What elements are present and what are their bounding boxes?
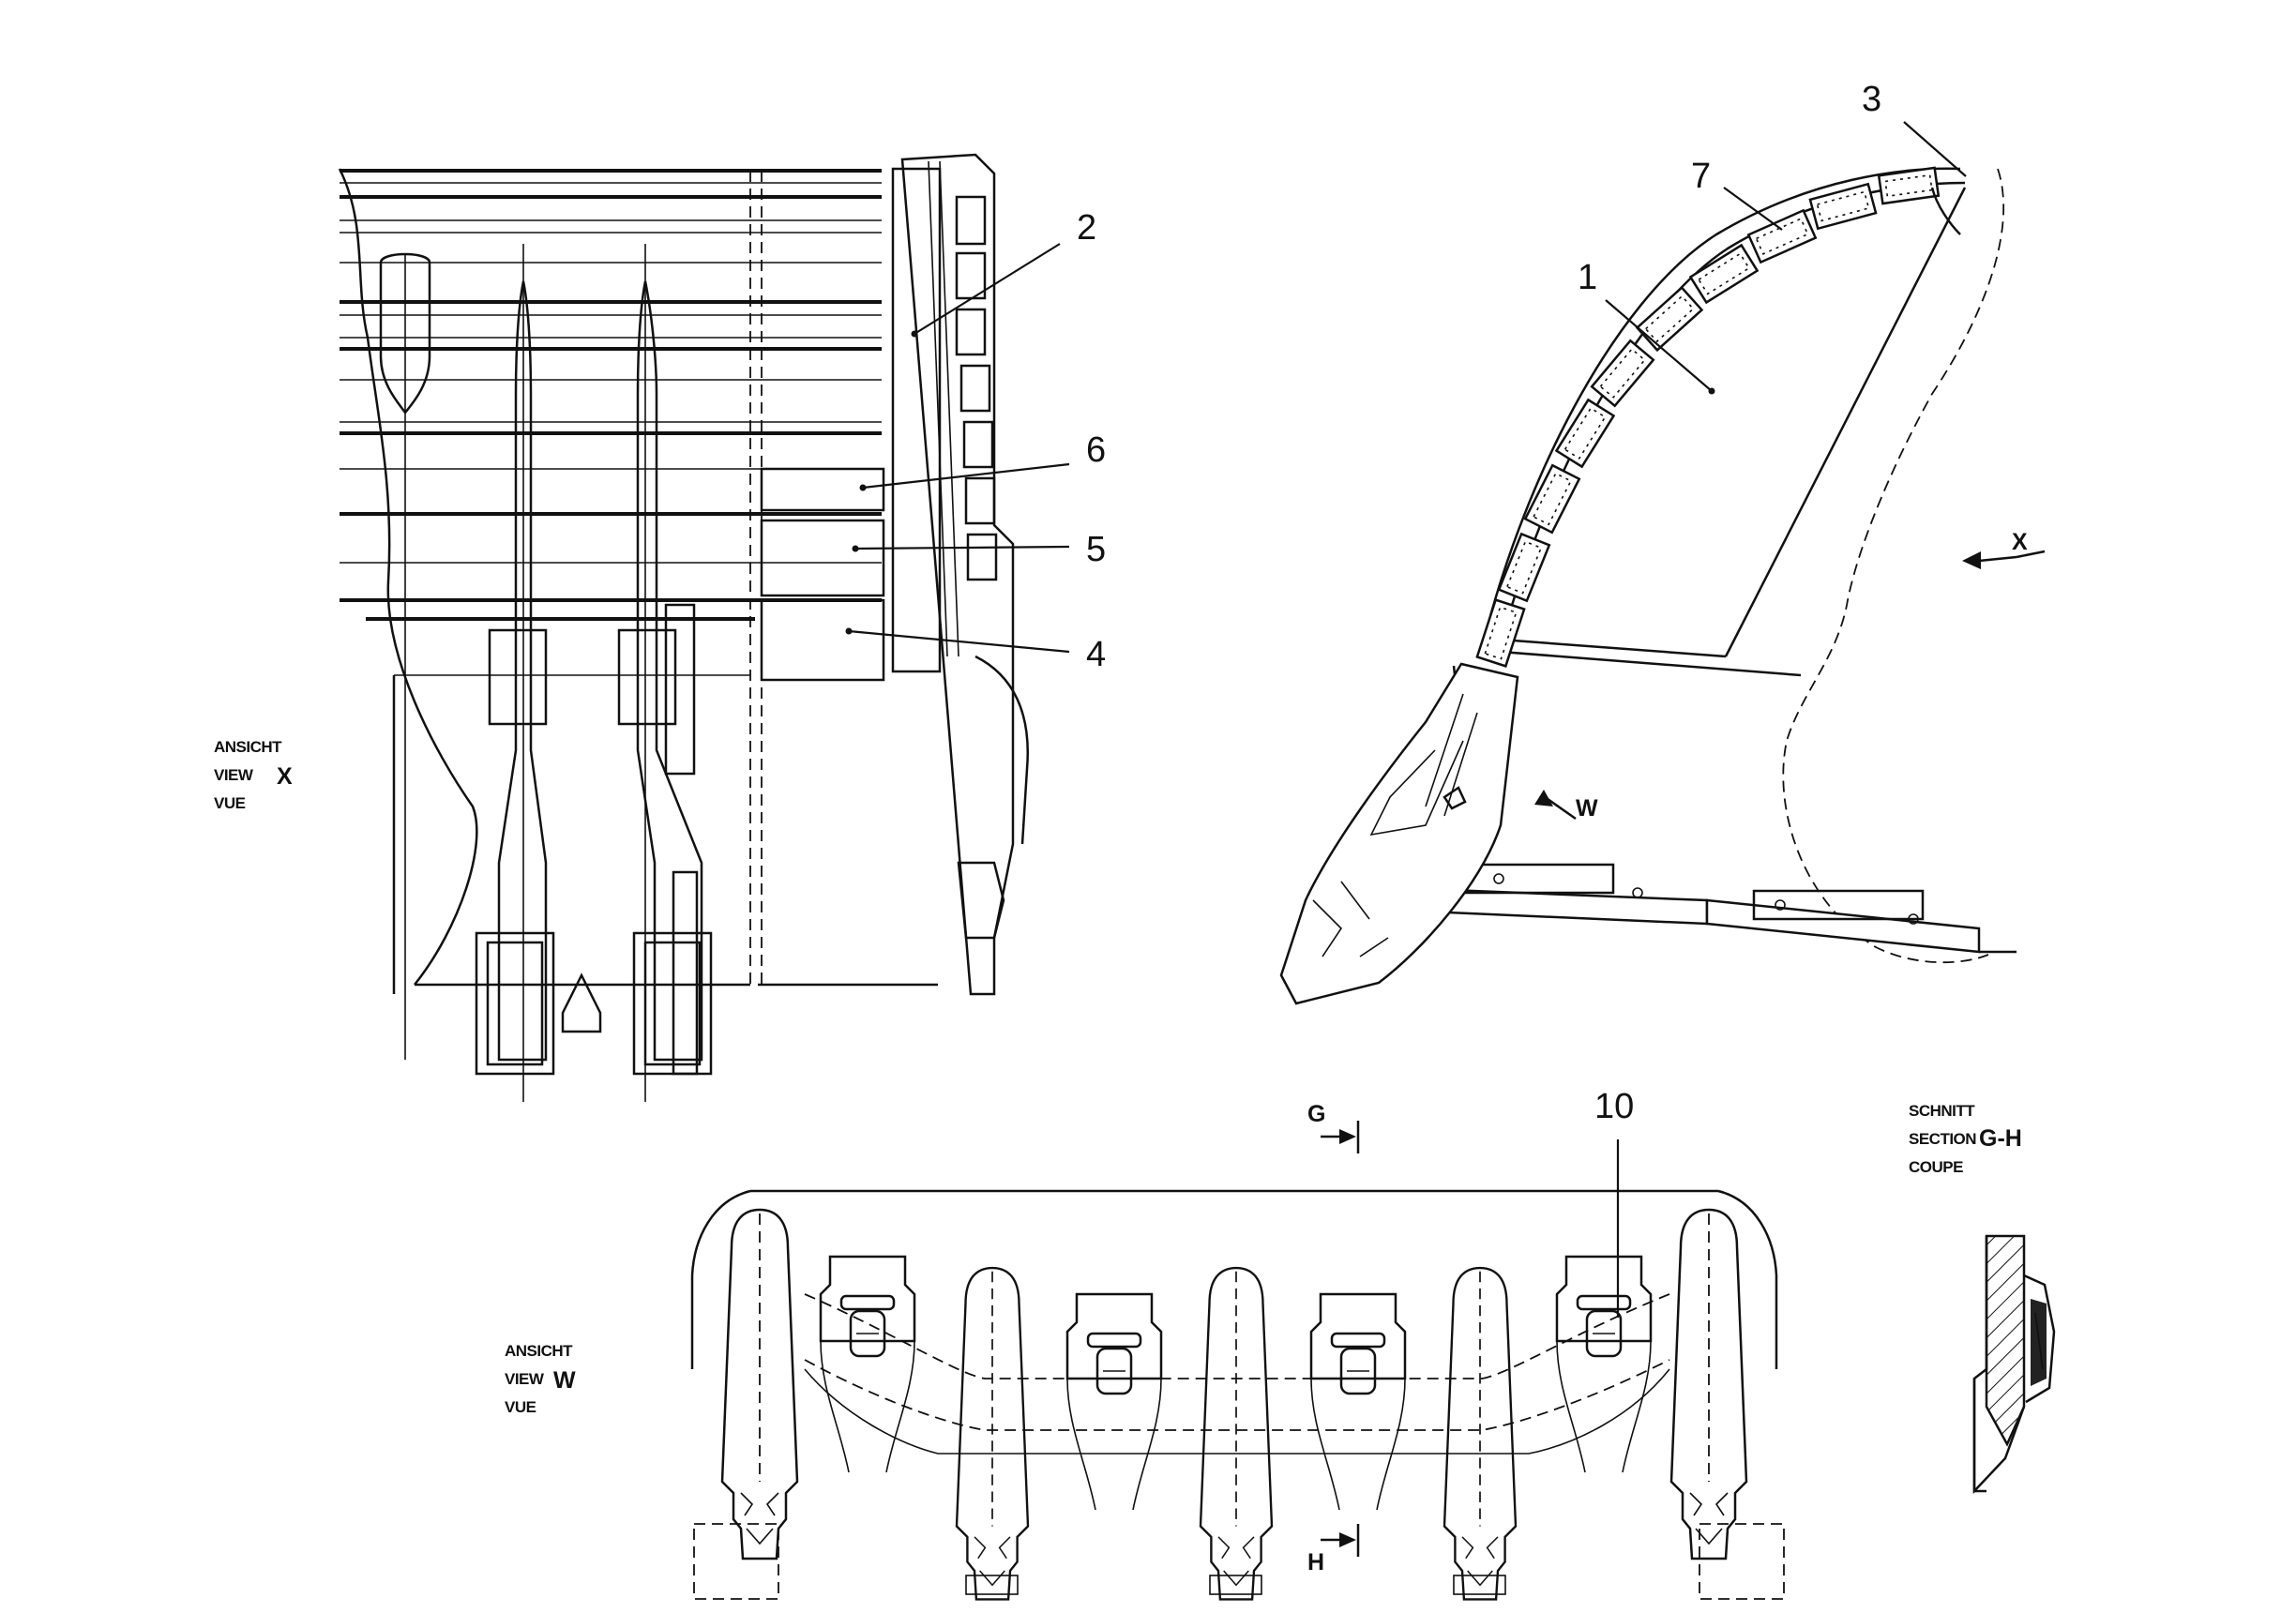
view-w-caption-line2: VIEW xyxy=(505,1370,545,1388)
section-g-label: G xyxy=(1307,1101,1325,1127)
section-marker-h xyxy=(1321,1524,1360,1557)
section-letters: G-H xyxy=(1979,1125,2022,1152)
view-x-leaders xyxy=(845,243,1070,654)
hinge-bosses xyxy=(475,603,713,1076)
adapter-2 xyxy=(1065,1292,1163,1512)
callout-4: 4 xyxy=(1086,635,1106,674)
view-x-caption-line3: VUE xyxy=(214,794,246,812)
hanger-arms xyxy=(497,244,703,1102)
callout-2: 2 xyxy=(1077,208,1096,248)
arrow-x xyxy=(1962,550,2046,569)
section-caption-line1: SCHNITT xyxy=(1909,1102,1975,1120)
callout-1: 1 xyxy=(1578,258,1597,297)
tooth-1 xyxy=(720,1208,799,1560)
section-caption-line2: SECTION xyxy=(1909,1130,1976,1148)
side-view-drawing xyxy=(1279,121,2046,1005)
view-x-drawing xyxy=(338,153,1070,1102)
tooth-3 xyxy=(1199,1266,1274,1601)
tooth-2 xyxy=(955,1266,1030,1601)
arrow-w-label: W xyxy=(1576,795,1598,822)
view-w-letter: W xyxy=(553,1367,576,1394)
callout-6: 6 xyxy=(1086,430,1106,470)
section-caption-line3: COUPE xyxy=(1909,1158,1963,1176)
callout-3: 3 xyxy=(1862,80,1881,119)
view-x-letter: X xyxy=(277,763,293,790)
tooth-4 xyxy=(1443,1266,1518,1601)
arrow-w xyxy=(1534,790,1577,821)
view-w-caption-line3: VUE xyxy=(505,1398,536,1416)
arrow-x-label: X xyxy=(2012,529,2028,555)
wear-plates xyxy=(760,467,885,682)
view-w-drawing xyxy=(690,1121,1785,1601)
callout-10: 10 xyxy=(1594,1087,1634,1126)
view-x-caption-line2: VIEW xyxy=(214,766,254,784)
view-x-caption-line1: ANSICHT xyxy=(214,738,282,756)
tooth-5 xyxy=(1669,1208,1748,1560)
curved-lip-segments xyxy=(1475,166,1966,668)
section-h-label: H xyxy=(1307,1549,1324,1575)
section-gh-drawing xyxy=(1972,1234,2056,1495)
side-tooth xyxy=(1279,662,1519,1005)
view-w-caption-line1: ANSICHT xyxy=(505,1342,573,1360)
view-x-caption: ANSICHT VIEW X VUE xyxy=(214,738,293,812)
view-w-caption: ANSICHT VIEW W VUE xyxy=(505,1342,576,1416)
side-cutter xyxy=(891,153,1029,996)
section-marker-g xyxy=(1321,1121,1360,1153)
adapter-3 xyxy=(1309,1292,1407,1512)
adapter-4 xyxy=(1555,1255,1653,1474)
section-gh-caption: SCHNITT SECTION G-H COUPE xyxy=(1909,1102,2022,1176)
callout-5: 5 xyxy=(1086,530,1106,569)
callout-7: 7 xyxy=(1691,157,1711,196)
